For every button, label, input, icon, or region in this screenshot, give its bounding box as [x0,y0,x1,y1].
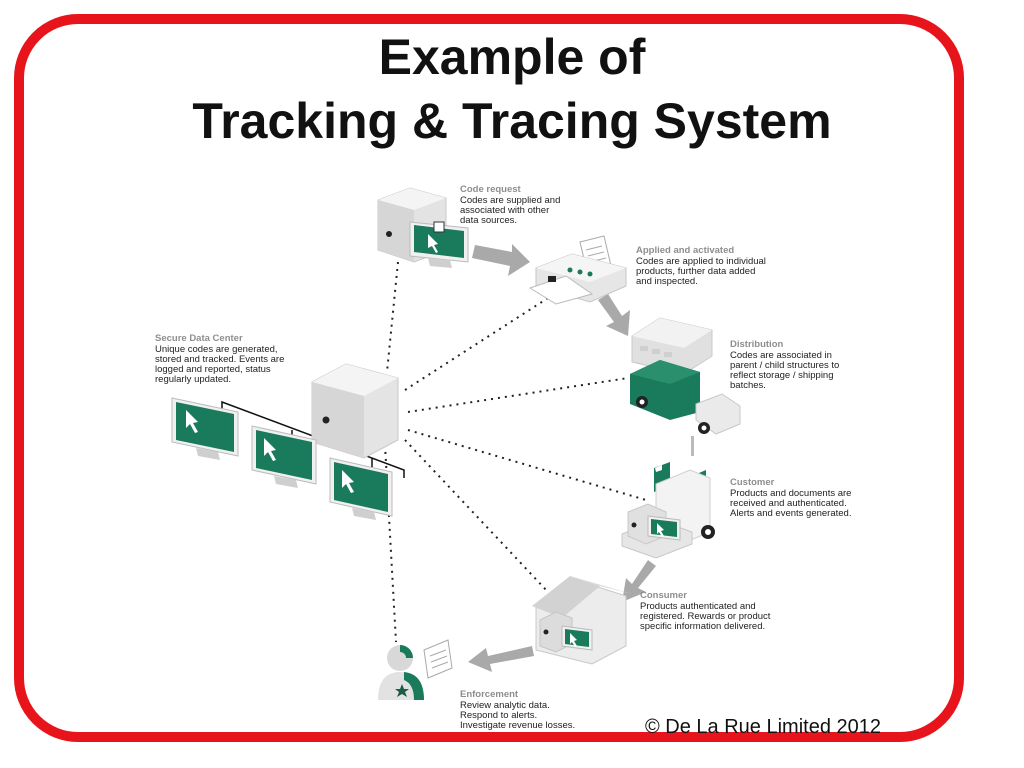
label-distribution: Distribution Codes are associated in par… [730,339,839,391]
label-line: associated with other [460,205,549,216]
arrow-customer-to-consumer [622,560,656,602]
label-heading: Enforcement [460,689,519,700]
flow-arrows [468,244,694,672]
link-server-consumer [404,439,549,593]
label-line: Review analytic data. [460,700,550,711]
label-heading: Distribution [730,339,783,350]
monitor-1-icon [171,397,239,460]
slide-frame [14,14,964,742]
label-line: parent / child structures to [730,360,839,371]
label-line: Codes are associated in [730,350,832,361]
label-heading: Consumer [640,590,687,601]
code-request-server-icon [377,187,469,268]
label-line: registered. Rewards or product [640,611,771,622]
arrow-request-to-apply [472,244,530,276]
label-line: Products authenticated and [640,601,756,612]
label-heading: Customer [730,477,775,488]
monitor-3-icon [329,457,393,520]
label-secure-data-center: Secure Data Center Unique codes are gene… [155,333,284,385]
printer-icon [528,235,627,305]
label-line: Alerts and events generated. [730,508,851,519]
label-enforcement: Enforcement Review analytic data. Respon… [460,689,575,731]
enforcement-officer-icon [378,639,453,700]
link-server-enforcement [384,444,397,643]
consumer-house-icon [532,576,632,665]
label-line: regularly updated. [155,374,231,385]
secure-data-center-icon [171,363,405,520]
label-line: reflect storage / shipping [730,370,834,381]
slide-title-line-1: Example of [378,29,646,85]
label-heading: Secure Data Center [155,333,243,344]
monitor-2-icon [251,425,317,488]
label-line: Codes are supplied and [460,195,560,206]
arrow-apply-to-distribution [598,294,630,336]
link-server-distribution [407,377,629,413]
label-heading: Applied and activated [636,245,734,256]
label-heading: Code request [460,184,522,195]
label-line: data sources. [460,215,517,226]
label-line: logged and reported, status [155,364,271,375]
customer-warehouse-icon [621,462,715,559]
label-line: batches. [730,380,766,391]
label-line: stored and tracked. Events are [155,354,284,365]
label-line: and inspected. [636,276,698,287]
label-applied-activated: Applied and activated Codes are applied … [636,245,766,287]
label-code-request: Code request Codes are supplied and asso… [460,184,560,226]
label-line: Respond to alerts. [460,710,537,721]
label-line: specific information delivered. [640,621,765,632]
dotted-connections [384,261,647,643]
slide-title-line-2: Tracking & Tracing System [192,93,832,149]
label-line: Codes are applied to individual [636,256,766,267]
link-server-customer [407,429,647,501]
label-line: products, further data added [636,266,755,277]
arrow-consumer-to-enforcement [468,646,534,672]
distribution-vehicles-icon [630,317,741,435]
label-line: Unique codes are generated, [155,344,278,355]
label-line: Products and documents are [730,488,851,499]
label-customer: Customer Products and documents are rece… [730,477,851,519]
label-line: received and authenticated. [730,498,847,509]
copyright-notice: © De La Rue Limited 2012 [645,716,881,738]
label-consumer: Consumer Products authenticated and regi… [640,590,771,632]
label-line: Investigate revenue losses. [460,720,575,731]
connector-distribution-customer [691,436,694,456]
link-server-printer [404,297,549,391]
link-server-code-request [386,261,399,373]
